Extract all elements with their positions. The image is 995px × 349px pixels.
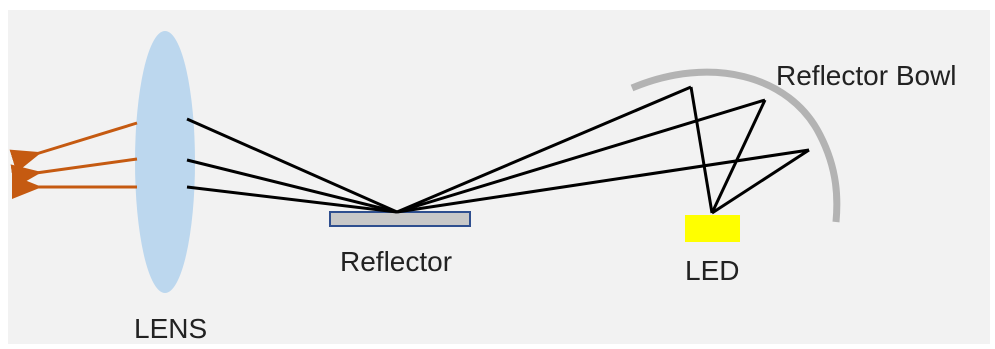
reflector-plate [329,211,471,227]
ray-bowl-led-3 [711,148,810,215]
ray-lens-middle [186,158,398,214]
output-ray-top [9,121,138,173]
ray-lens-bottom [186,185,398,214]
lens-reflector-rays [186,117,398,214]
ray-lens-top [186,117,398,214]
output-ray-middle [10,157,138,189]
bowl-led-rays [689,86,810,215]
label-led: LED [685,255,739,286]
reflector-bowl-rays [396,85,810,214]
ray-bowl-led-1 [689,86,714,214]
led [685,215,740,242]
ray-reflector-bowl-3 [396,148,810,214]
lens [135,31,195,293]
output-rays [9,121,138,199]
label-reflector: Reflector [340,246,452,277]
reflector-bowl [630,68,841,223]
ray-bowl-led-2 [710,99,767,214]
label-lens: LENS [134,313,207,344]
ray-reflector-bowl-2 [396,98,766,214]
label-reflector-bowl: Reflector Bowl [776,60,957,91]
ray-reflector-bowl-1 [396,85,692,214]
